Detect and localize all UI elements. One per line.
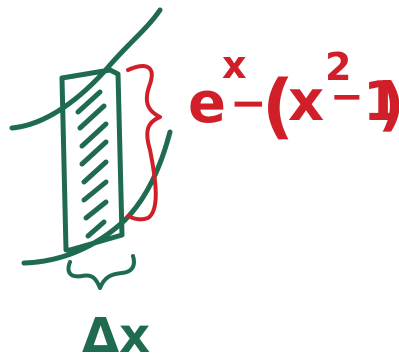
upper-curve [9,7,163,131]
width-brace [66,254,136,290]
expression-inner-minus: − [330,74,364,120]
expression-close-paren: ) [378,70,399,138]
height-brace [126,64,162,222]
expression-inner-exponent-2: 2 [325,45,351,89]
expression-open-paren: ( [262,65,294,147]
lower-curve [21,129,173,266]
expression-one: 1 [363,70,399,133]
expression-inner-x: x [288,69,324,134]
expression-exponent-x: x [222,43,247,87]
expression-e: e [188,71,226,136]
height-expression: e x − ( x 2 − 1 ) [188,43,399,147]
strip-hatching [75,89,109,239]
expression-minus: − [230,78,267,129]
width-label: Δx [82,308,150,360]
rectangle-strip [59,67,125,253]
